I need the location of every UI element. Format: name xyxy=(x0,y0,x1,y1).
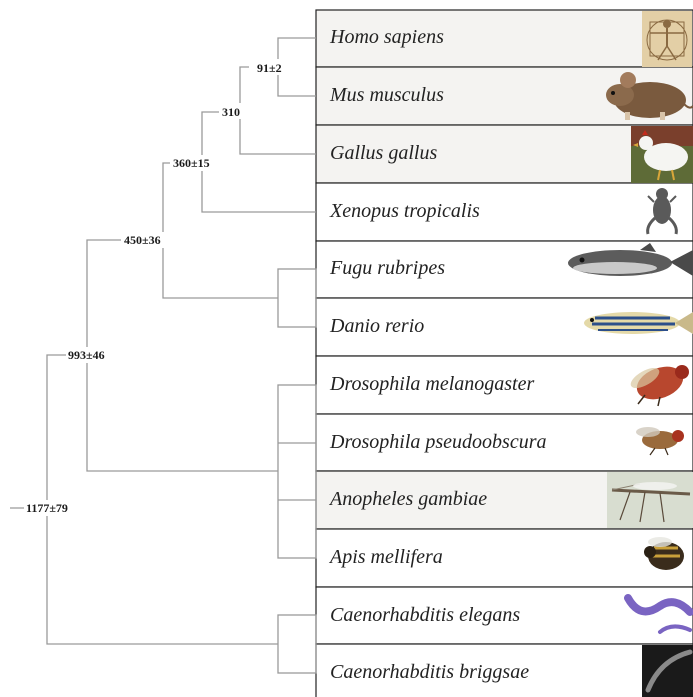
node-label-360: 360±15 xyxy=(173,156,210,170)
node-label-91: 91±2 xyxy=(257,61,282,75)
species-name-caenorhabditis-briggsae: Caenorhabditis briggsae xyxy=(330,661,529,683)
species-name-xenopus-tropicalis: Xenopus tropicalis xyxy=(329,200,480,222)
vitruvian-man-icon xyxy=(642,11,692,67)
species-name-danio-rerio: Danio rerio xyxy=(329,315,424,337)
node-label-root: 1177±79 xyxy=(26,501,68,515)
species-name-apis-mellifera: Apis mellifera xyxy=(328,546,443,568)
species-name-gallus-gallus: Gallus gallus xyxy=(330,142,437,164)
chicken-icon xyxy=(631,126,693,183)
species-name-drosophila-pseudoobscura: Drosophila pseudoobscura xyxy=(329,431,546,453)
species-name-caenorhabditis-elegans: Caenorhabditis elegans xyxy=(330,604,520,626)
species-name-homo-sapiens: Homo sapiens xyxy=(329,26,444,48)
species-name-mus-musculus: Mus musculus xyxy=(329,84,444,106)
node-label-310: 310 xyxy=(222,105,240,119)
branch-insect-clade xyxy=(278,385,316,558)
branch-worm-clade xyxy=(278,615,316,673)
branch-node-993 xyxy=(47,355,278,644)
node-label-993: 993±46 xyxy=(68,348,105,362)
mosquito-icon xyxy=(607,472,693,528)
tree-branches xyxy=(10,38,316,673)
branch-node-360 xyxy=(163,163,278,298)
species-name-anopheles-gambiae: Anopheles gambiae xyxy=(328,488,487,510)
worm-icon xyxy=(642,645,693,697)
species-name-drosophila-melanogaster: Drosophila melanogaster xyxy=(329,373,534,395)
branch-fish-clade xyxy=(278,269,316,327)
node-label-450: 450±36 xyxy=(124,233,161,247)
species-name-fugu-rubripes: Fugu rubripes xyxy=(329,257,445,279)
node-labels: 91±2 310 360±15 450±36 993±46 1177±79 xyxy=(24,59,297,516)
